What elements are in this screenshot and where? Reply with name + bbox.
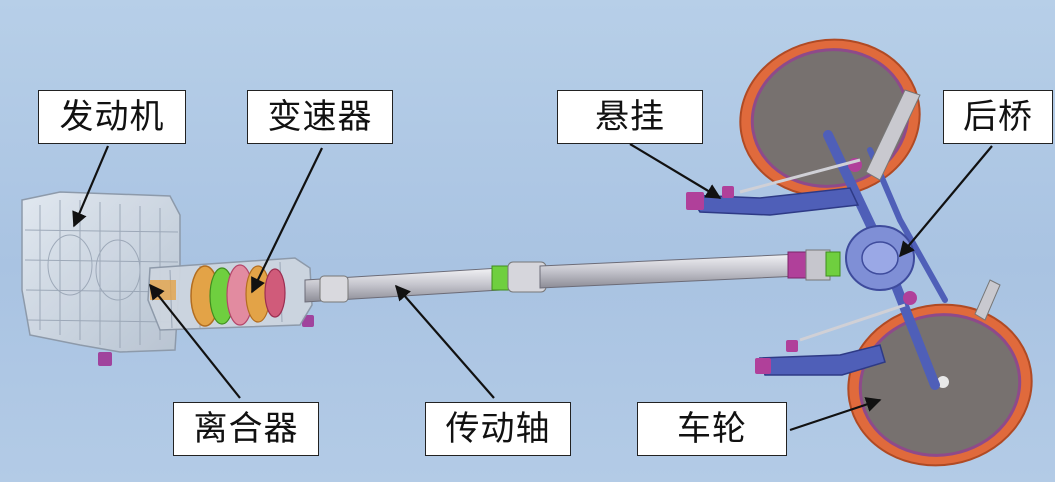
label-gearbox: 变速器	[247, 90, 393, 144]
drive-shaft	[304, 249, 841, 303]
suspension-arms	[686, 158, 906, 376]
label-rear-axle: 后桥	[943, 90, 1053, 144]
rear-axle	[823, 89, 1001, 390]
label-clutch: 离合器	[173, 402, 319, 456]
arrow-engine	[72, 145, 110, 228]
arrow-gearbox	[251, 147, 323, 294]
label-wheel: 车轮	[637, 402, 787, 456]
arrow-shaft	[394, 284, 495, 399]
arrow-axle	[899, 145, 993, 258]
arrow-suspension	[629, 143, 722, 199]
callout-arrows	[72, 143, 993, 432]
label-suspension: 悬挂	[557, 90, 703, 144]
label-engine: 发动机	[38, 90, 186, 144]
arrow-wheel	[789, 397, 882, 432]
label-drive-shaft: 传动轴	[425, 402, 571, 456]
arrow-clutch	[149, 283, 241, 399]
